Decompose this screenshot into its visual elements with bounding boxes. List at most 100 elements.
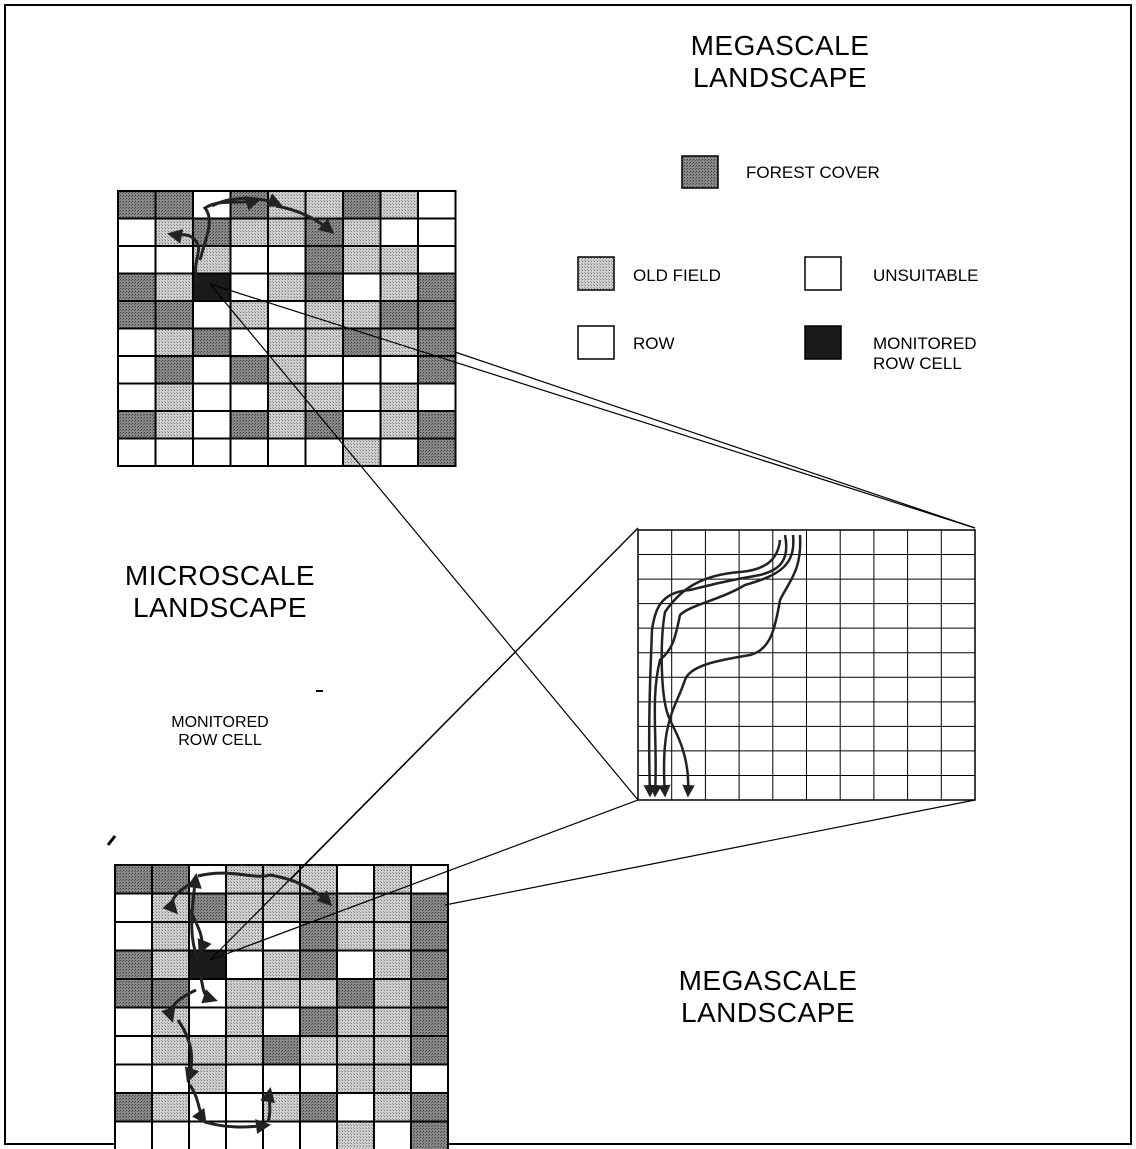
stray-mark <box>316 690 323 692</box>
grid-cell <box>192 300 232 330</box>
grid-cell <box>304 327 344 357</box>
grid-cell <box>192 217 232 247</box>
grid-cell <box>304 410 344 440</box>
grid-cell <box>410 1035 449 1066</box>
legend-swatch-forest <box>681 155 719 189</box>
grid-cell <box>225 921 264 952</box>
grid-cell <box>225 1035 264 1066</box>
grid-cell <box>151 1035 190 1066</box>
grid-cell <box>336 978 375 1009</box>
grid-cell <box>417 327 457 357</box>
grid-cell <box>379 327 419 357</box>
legend-row-label: ROW <box>633 334 675 353</box>
grid-cell <box>262 864 301 895</box>
grid-cell <box>373 864 412 895</box>
grid-cell <box>188 1035 227 1066</box>
grid-cell <box>151 1063 190 1094</box>
grid-cell <box>229 190 269 220</box>
grid-cell <box>151 978 190 1009</box>
grid-cell <box>117 382 157 412</box>
grid-cell <box>151 1120 190 1149</box>
grid-cell <box>410 892 449 923</box>
grid-cell <box>117 355 157 385</box>
grid-cell <box>151 949 190 980</box>
grid-cell <box>336 921 375 952</box>
grid-cell <box>342 355 382 385</box>
grid-cell <box>299 921 338 952</box>
grid-cell <box>154 272 194 302</box>
grid-cell <box>192 437 232 467</box>
legend-swatch-row <box>577 325 615 360</box>
grid-cell <box>373 1092 412 1123</box>
grid-cell <box>373 1120 412 1149</box>
grid-cell <box>229 410 269 440</box>
microscale-grid <box>637 529 976 801</box>
grid-cell <box>188 1006 227 1037</box>
grid-cell <box>410 1092 449 1123</box>
grid-cell <box>229 382 269 412</box>
grid-cell <box>342 272 382 302</box>
grid-cell <box>342 217 382 247</box>
grid-cell <box>410 1063 449 1094</box>
grid-cell <box>379 355 419 385</box>
grid-cell <box>229 245 269 275</box>
grid-cell <box>417 245 457 275</box>
grid-cell <box>336 864 375 895</box>
grid-cell <box>299 864 338 895</box>
grid-cell <box>410 949 449 980</box>
grid-cell <box>379 245 419 275</box>
grid-cell <box>267 382 307 412</box>
grid-cell <box>379 300 419 330</box>
megascale-grid-top <box>117 190 457 467</box>
stray-mark <box>106 835 117 846</box>
grid-cell <box>299 1092 338 1123</box>
grid-cell <box>114 1063 153 1094</box>
grid-cell <box>304 382 344 412</box>
grid-cell <box>342 190 382 220</box>
grid-cell <box>229 217 269 247</box>
grid-cell <box>154 245 194 275</box>
grid-cell <box>379 382 419 412</box>
grid-cell <box>114 921 153 952</box>
grid-cell <box>154 190 194 220</box>
grid-cell <box>379 217 419 247</box>
grid-cell <box>151 892 190 923</box>
grid-cell <box>154 327 194 357</box>
grid-cell <box>267 327 307 357</box>
grid-cell <box>304 437 344 467</box>
grid-cell <box>117 217 157 247</box>
grid-cell <box>117 272 157 302</box>
grid-cell <box>225 1063 264 1094</box>
grid-cell <box>225 864 264 895</box>
grid-cell <box>267 272 307 302</box>
grid-cell <box>373 921 412 952</box>
grid-cell <box>304 217 344 247</box>
grid-cell <box>114 1035 153 1066</box>
grid-cell <box>299 1120 338 1149</box>
grid-cell <box>225 1006 264 1037</box>
grid-cell <box>151 1092 190 1123</box>
legend-swatch-old-field <box>577 256 615 291</box>
grid-cell <box>267 300 307 330</box>
grid-cell <box>410 1006 449 1037</box>
grid-cell <box>342 410 382 440</box>
grid-cell <box>188 1063 227 1094</box>
grid-cell <box>304 190 344 220</box>
monitored-row-cell <box>192 272 232 302</box>
grid-cell <box>114 1006 153 1037</box>
grid-cell <box>336 1035 375 1066</box>
grid-cell <box>379 272 419 302</box>
grid-cell <box>154 410 194 440</box>
grid-cell <box>336 1120 375 1149</box>
grid-cell <box>373 1035 412 1066</box>
grid-cell <box>262 1035 301 1066</box>
grid-cell <box>342 245 382 275</box>
grid-cell <box>336 1063 375 1094</box>
grid-cell <box>342 382 382 412</box>
grid-cell <box>267 437 307 467</box>
grid-cell <box>114 949 153 980</box>
